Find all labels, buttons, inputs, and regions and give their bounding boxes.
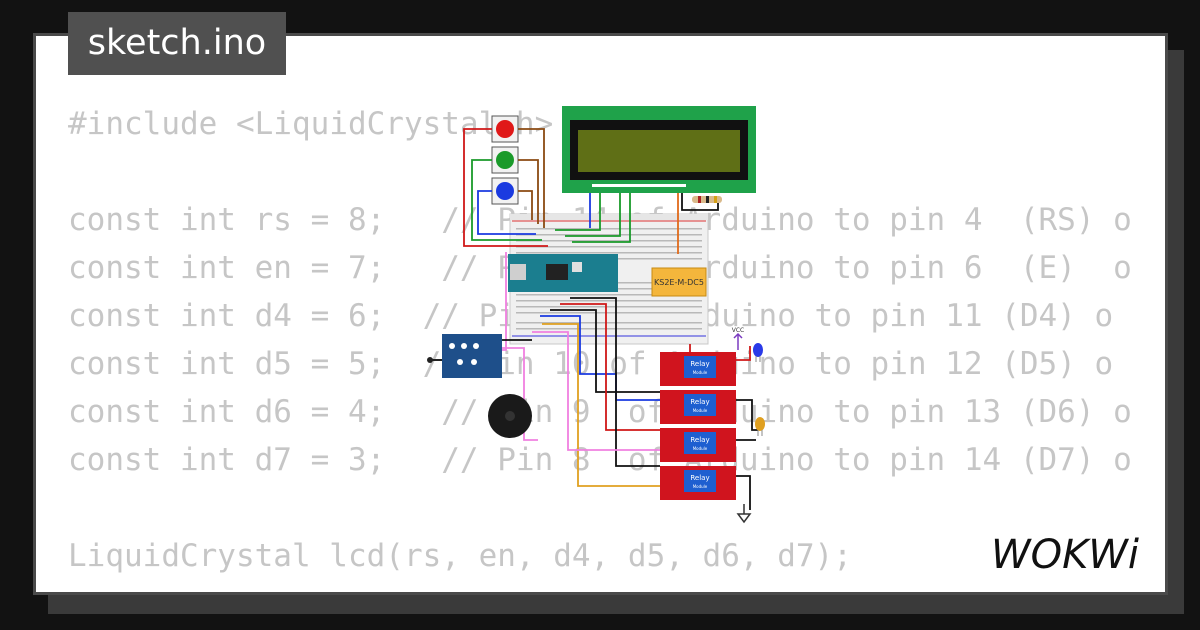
filename-label: sketch.ino — [87, 23, 267, 63]
relay-module-4: Relay Module — [660, 466, 736, 500]
push-button-green[interactable] — [491, 146, 519, 174]
sensor-module — [427, 334, 502, 378]
relay-module-1: Relay Module — [660, 352, 736, 386]
relay-label-3: Relay — [690, 436, 709, 444]
push-button-blue[interactable] — [491, 177, 519, 205]
led-yellow — [755, 417, 765, 436]
code-line-6: const int d5 = 5; // Pin 10 of Arduino t… — [68, 346, 1114, 382]
vcc-label: VCC — [732, 327, 744, 334]
wires — [463, 128, 758, 510]
code-view: #include <LiquidCrystal.h> const int rs … — [68, 100, 1134, 580]
relay-sub-2: Module — [693, 408, 708, 413]
buzzer — [488, 394, 532, 438]
relay-ic-label: KS2E-M-DC5 — [654, 278, 704, 287]
ground-symbol — [736, 504, 752, 524]
relay-label-1: Relay — [690, 360, 709, 368]
relay-module-2: Relay Module — [660, 390, 736, 424]
relay-sub-4: Module — [693, 484, 708, 489]
relay-label-2: Relay — [690, 398, 709, 406]
resistor — [692, 196, 722, 203]
wokwi-logo: WOKWi — [991, 532, 1139, 578]
relay-module-3: Relay Module — [660, 428, 736, 462]
relay-label-4: Relay — [690, 474, 709, 482]
filename-tab[interactable]: sketch.ino — [68, 12, 286, 75]
relay-ic: KS2E-M-DC5 — [651, 267, 707, 297]
led-blue — [753, 343, 763, 362]
lcd-display — [562, 106, 756, 193]
relay-sub-3: Module — [693, 446, 708, 451]
code-line-10: LiquidCrystal lcd(rs, en, d4, d5, d6, d7… — [68, 538, 852, 574]
relay-sub-1: Module — [693, 370, 708, 375]
push-button-red[interactable] — [491, 115, 519, 143]
wokwi-logo-text: WOKWi — [991, 532, 1139, 578]
arduino-nano — [508, 254, 618, 292]
vcc-symbol: VCC — [732, 327, 744, 350]
circuit-diagram: KS2E-M-DC5 Relay Module Relay Module Rel… — [427, 106, 765, 524]
